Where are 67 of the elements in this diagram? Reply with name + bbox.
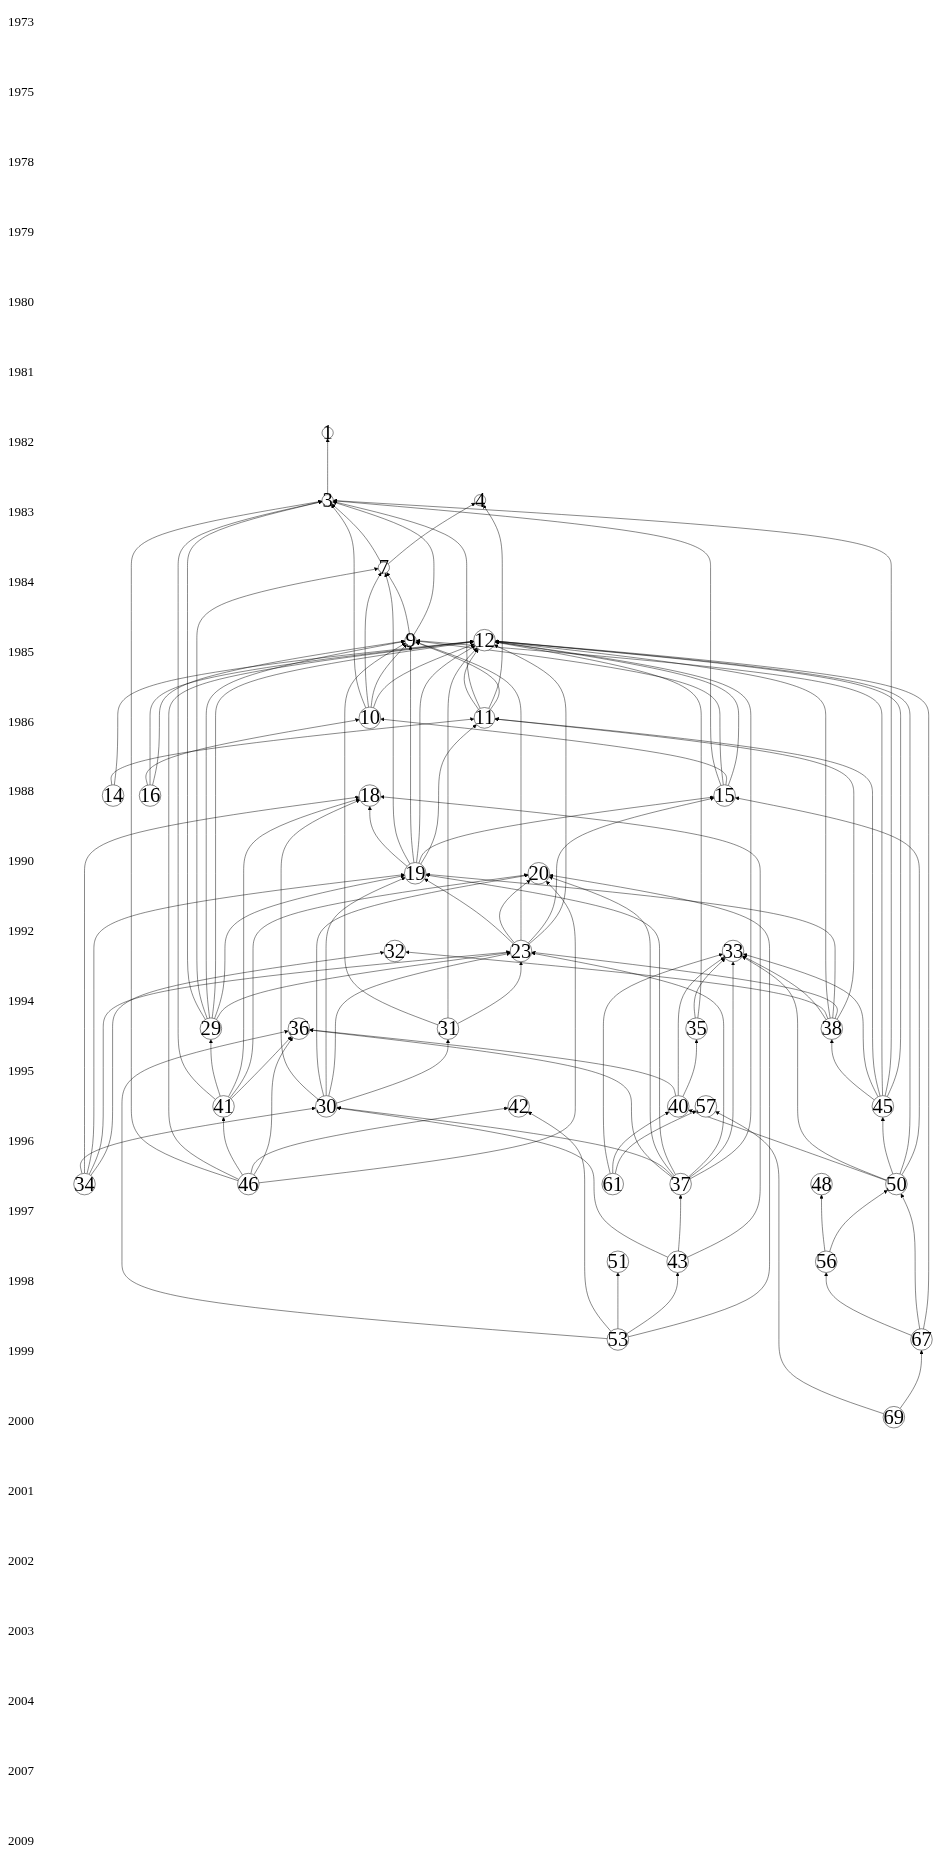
year-label: 2004 [8,1692,35,1709]
node-circle: 37 [669,1173,692,1196]
year-label: 2001 [8,1483,35,1499]
year-label: 2002 [8,1552,35,1569]
node-circle: 42 [507,1095,530,1118]
node-circle: 46 [237,1173,260,1196]
node-circle: 51 [606,1250,629,1273]
node-circle: 3 [321,494,334,507]
node-circle: 20 [527,862,550,885]
year-label: 1979 [8,223,35,240]
year-label: 2009 [8,1832,35,1849]
node-circle: 40 [667,1095,690,1118]
node-circle: 41 [212,1095,235,1118]
node-circle: 67 [910,1328,933,1351]
node-circle: 14 [102,784,125,807]
year-label: 1995 [8,1063,35,1080]
year-label: 1982 [8,433,35,450]
node-circle: 36 [287,1017,310,1040]
node-circle: 16 [139,784,162,807]
node-circle: 23 [510,939,532,962]
node-circle: 31 [436,1017,459,1040]
node-circle: 56 [815,1250,838,1273]
node-circle: 1 [321,426,334,439]
node-circle: 53 [606,1328,629,1351]
node-circle: 33 [722,939,745,962]
node-circle: 34 [73,1173,96,1196]
node-circle: 18 [358,784,381,807]
year-label: 1981 [8,363,35,380]
node-circle: 57 [694,1095,717,1118]
node-circle: 48 [810,1173,833,1196]
node-circle: 50 [885,1173,908,1196]
node-circle: 38 [820,1017,843,1040]
year-label: 1983 [8,503,35,520]
year-label: 1980 [8,293,35,310]
node-circle: 19 [404,862,427,885]
node-circle: 15 [713,784,736,807]
year-label: 2000 [8,1413,35,1430]
year-label: 1984 [8,573,35,590]
node-circle: 43 [666,1250,689,1273]
node-circle: 61 [601,1173,624,1196]
year-label: 1985 [8,643,35,660]
year-label: 1992 [8,923,35,940]
node-circle: 32 [383,939,406,962]
node-circle: 45 [871,1095,894,1118]
year-label: 1986 [8,713,35,730]
node-circle: 7 [378,561,390,574]
node-circle: 4 [474,494,486,507]
year-label: 2003 [8,1622,35,1639]
year-label: 1999 [8,1343,35,1360]
node-circle: 30 [315,1095,338,1118]
node-circle: 9 [404,634,417,647]
node-circle: 11 [473,707,496,729]
node-circle: 29 [199,1017,222,1040]
year-label: 1978 [8,153,35,170]
year-label: 1973 [8,14,35,30]
node-circle: 69 [882,1406,905,1429]
year-label: 1990 [8,853,35,870]
year-label: 1998 [8,1273,35,1290]
year-label: 1988 [8,783,35,800]
year-label: 1975 [8,83,35,100]
year-label: 1997 [8,1203,35,1220]
node-circle: 12 [473,629,496,652]
node-circle: 10 [358,706,381,729]
node-circle: 35 [685,1017,708,1040]
year-label: 1996 [8,1133,35,1150]
year-label: 1994 [8,993,35,1010]
year-label: 2007 [8,1762,35,1779]
